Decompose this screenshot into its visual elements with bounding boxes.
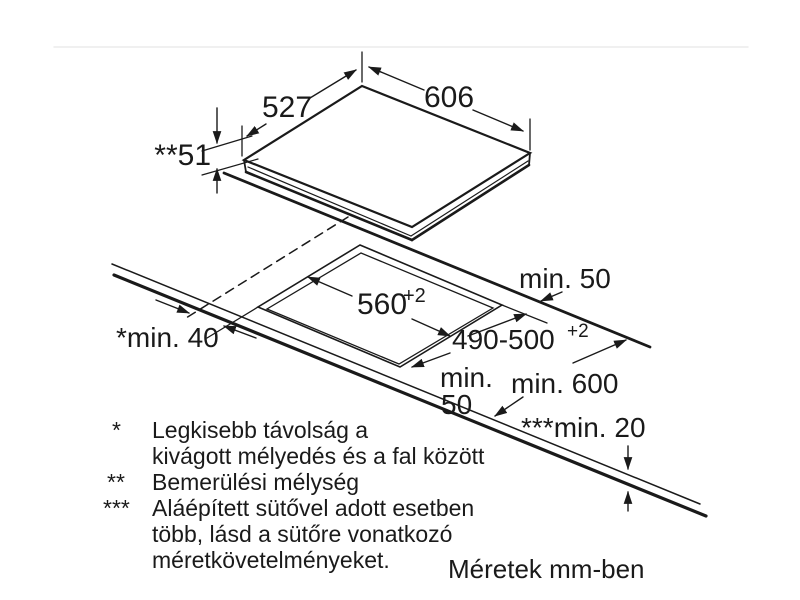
hob-lip-left <box>247 166 412 237</box>
cutout-outer-outline <box>256 244 504 368</box>
footnote-2-marker: ** <box>107 469 125 495</box>
front-clearance-label-line2: 50 <box>441 389 472 420</box>
hob-body-bottom-right-edge <box>410 163 531 242</box>
dim-560-label: 560 <box>357 288 407 321</box>
footnote-1-line2: kivágott mélyedés és a fal között <box>152 443 485 469</box>
side-clearance-arrow-right <box>222 325 257 339</box>
hob-body-left-corner-edge <box>243 159 247 173</box>
dim-490-arrow-upper <box>467 313 528 337</box>
dim-490-arrow-lower <box>410 352 451 368</box>
dim-51-extension-lower <box>201 158 259 176</box>
footnote-1-line1: Legkisebb távolság a <box>152 417 368 443</box>
worktop-front-edge-top <box>111 263 701 505</box>
hob-body-right-corner-edge <box>528 152 531 166</box>
footnote-3-marker: *** <box>103 495 130 521</box>
footnote-2-line1: Bemerülési mélység <box>152 469 359 495</box>
dim-560-tolerance: +2 <box>403 285 426 307</box>
wall-gap-label: ***min. 20 <box>521 412 646 443</box>
front-clearance-label-line1: min. <box>440 362 493 393</box>
dim-527-arrow-upper <box>309 69 357 99</box>
hob-lip-right <box>410 160 529 237</box>
hob-body-bottom-left-edge <box>244 170 414 242</box>
dim-560-arrow-left <box>307 276 353 297</box>
worktop-back-edge <box>222 171 652 349</box>
back-clearance-arrow <box>540 291 563 302</box>
dim-606-arrow-left <box>368 66 425 91</box>
dim-490-tolerance: +2 <box>567 321 589 342</box>
worktop-depth-arrow-upper <box>572 339 627 364</box>
footnote-1-marker: * <box>112 417 121 443</box>
side-clearance-arrow-left <box>155 299 191 314</box>
footnote-3-line3: méretkövetelményeket. <box>152 547 390 573</box>
dim-606-arrow-right <box>472 109 524 132</box>
worktop-depth-label: min. 600 <box>511 368 618 399</box>
dim-527-arrow-lower <box>246 123 267 137</box>
dim-51-extension-upper <box>201 135 253 152</box>
dim-560-arrow-right <box>411 318 451 337</box>
units-note: Méretek mm-ben <box>448 554 645 584</box>
dim-527-label: 527 <box>262 91 312 124</box>
worktop-front-edge-bottom <box>112 273 708 518</box>
dim-51-label: **51 <box>154 139 211 172</box>
dim-606-label: 606 <box>424 81 474 114</box>
footnote-3-line2: több, lásd a sütőre vonatkozó <box>152 521 452 547</box>
cutout-inner-outline <box>265 252 495 365</box>
footnote-3-line1: Aláépített sütővel adott esetben <box>152 495 474 521</box>
hob-top-surface <box>241 84 533 229</box>
worktop-depth-arrow-lower <box>494 396 524 417</box>
cutout-left-edge-extension <box>206 306 259 339</box>
side-clearance-label: *min. 40 <box>116 322 219 353</box>
dim-490-label: 490-500 <box>452 324 555 355</box>
hob-projection-dashed-line <box>185 216 349 319</box>
back-clearance-label: min. 50 <box>519 263 611 294</box>
